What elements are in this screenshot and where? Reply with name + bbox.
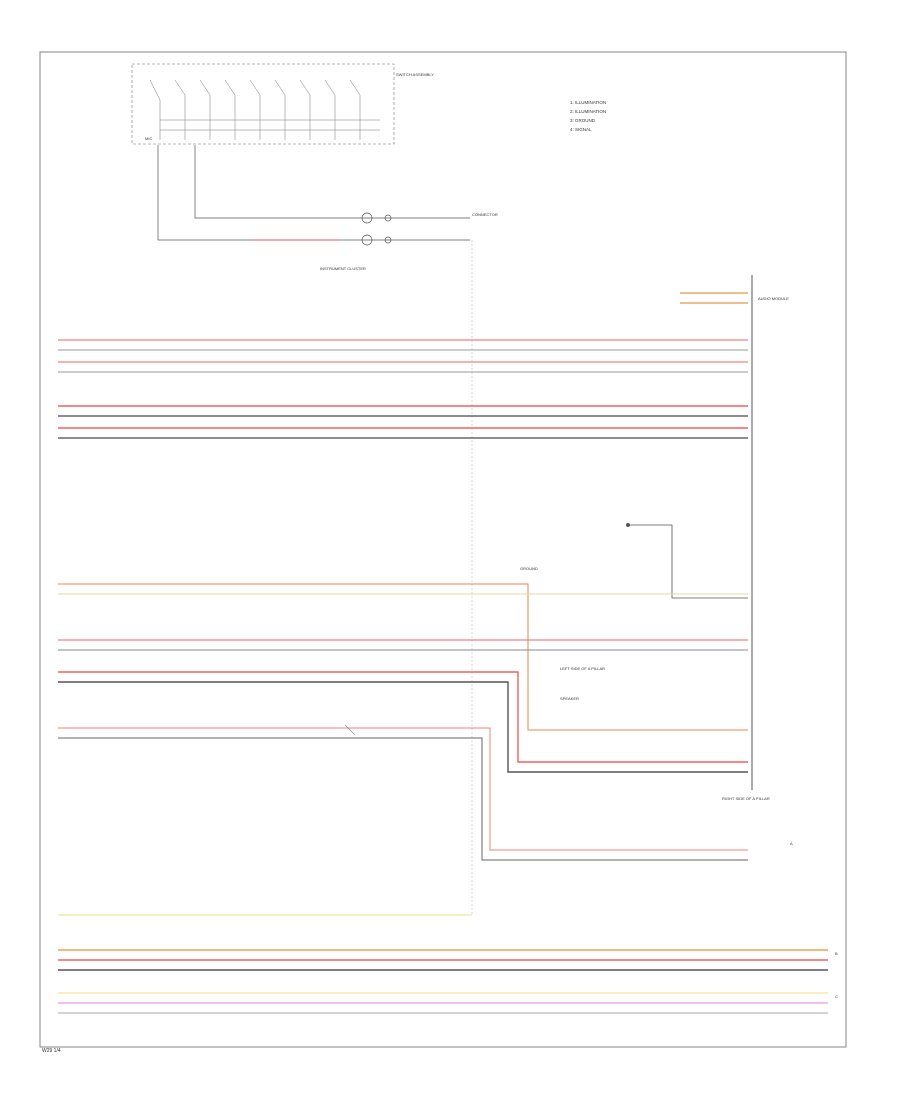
wire-group-3 — [58, 583, 748, 773]
ref-b: B — [835, 951, 838, 956]
diagram-frame — [39, 51, 847, 1048]
legend-item-4: 4: SIGNAL — [570, 127, 592, 132]
mic-wiring — [157, 145, 470, 246]
wire-group-2 — [58, 405, 748, 439]
wire-group-5 — [58, 949, 828, 971]
ref-a: A — [790, 841, 793, 846]
legend-item-1: 1: ILLUMINATION — [570, 100, 606, 105]
ground-label: GROUND — [520, 566, 538, 571]
footer-code: W29 1/4 — [42, 1048, 61, 1054]
left-side-label: LEFT SIDE OF A PILLAR — [560, 666, 605, 671]
wire-group-1 — [58, 339, 748, 373]
legend: 1: ILLUMINATION 2: ILLUMINATION 3: GROUN… — [570, 100, 606, 132]
module-label: AUDIO MODULE — [758, 296, 789, 301]
switch-assembly: SWITCH ASSEMBLY — [131, 63, 434, 145]
wire-group-6 — [58, 992, 828, 1014]
mic-label: MIC — [145, 136, 152, 141]
connector-label: CONNECTOR — [472, 212, 498, 217]
ref-c: C — [835, 994, 838, 999]
legend-item-3: 3: GROUND — [570, 118, 596, 123]
ground-symbol: GROUND — [520, 523, 748, 599]
wire-group-4 — [58, 724, 748, 861]
legend-item-2: 2: ILLUMINATION — [570, 109, 606, 114]
speaker-label: SPEAKER — [560, 696, 579, 701]
switch-assembly-label: SWITCH ASSEMBLY — [396, 72, 434, 77]
cluster-label: INSTRUMENT CLUSTER — [320, 266, 366, 271]
right-side-label: RIGHT SIDE OF A PILLAR — [722, 796, 770, 801]
